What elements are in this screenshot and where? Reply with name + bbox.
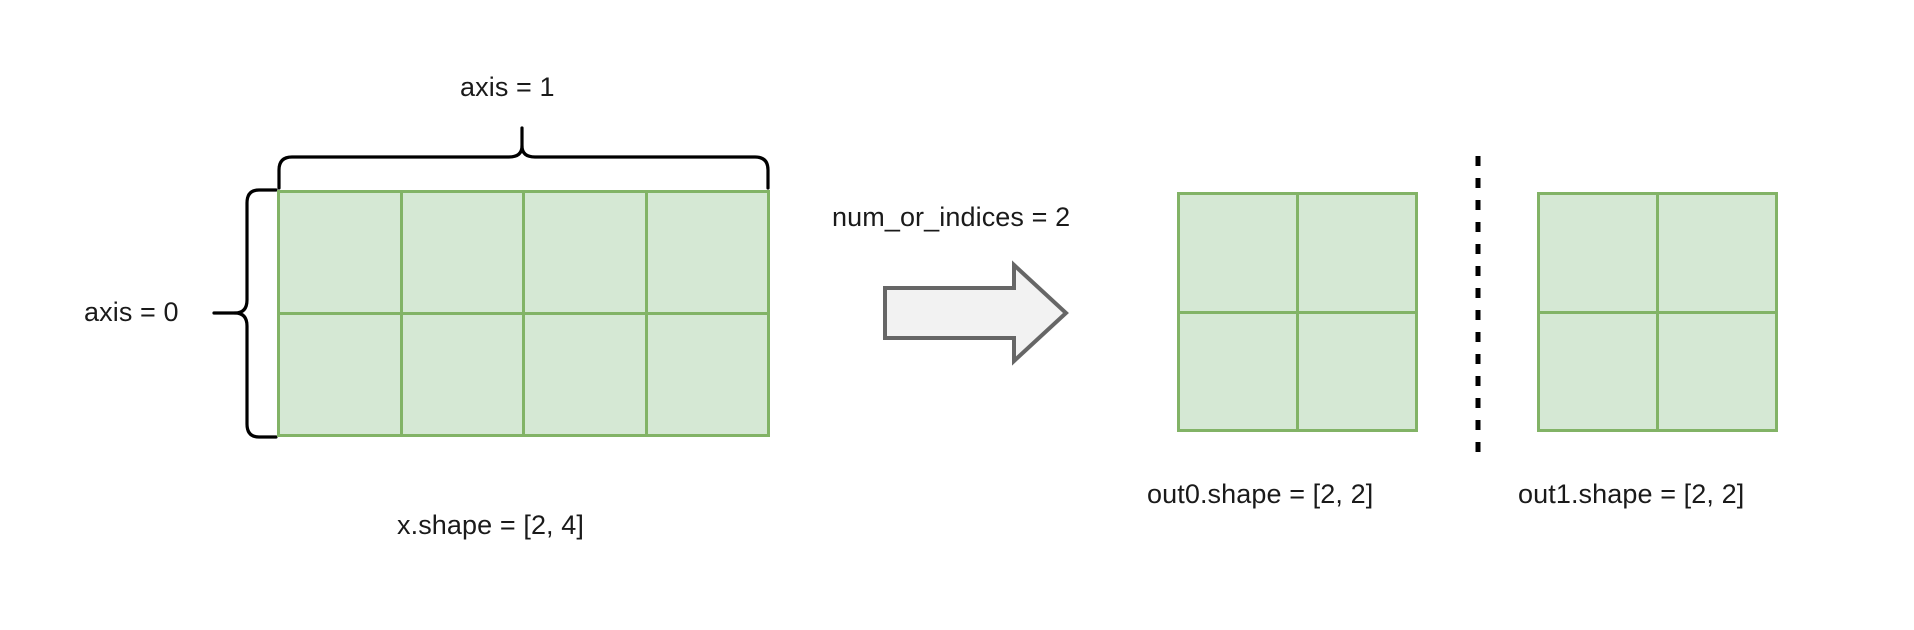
num-or-indices-label: num_or_indices = 2 bbox=[832, 202, 1071, 232]
tensor-cell bbox=[647, 193, 767, 312]
tensor-cell bbox=[1180, 195, 1296, 311]
tensor-cell bbox=[280, 193, 400, 312]
out0-shape-label: out0.shape = [2, 2] bbox=[1147, 479, 1374, 509]
axis0-label: axis = 0 bbox=[84, 297, 179, 327]
tensor-cell bbox=[1180, 313, 1296, 429]
input-tensor-grid bbox=[277, 190, 770, 437]
tensor-cell bbox=[525, 193, 645, 312]
input-shape-label: x.shape = [2, 4] bbox=[397, 510, 584, 540]
axis1-label: axis = 1 bbox=[460, 72, 555, 102]
tensor-cell bbox=[1540, 195, 1656, 311]
tensor-cell bbox=[1299, 195, 1415, 311]
out0-tensor-grid bbox=[1177, 192, 1418, 432]
tensor-cell bbox=[402, 315, 522, 434]
tensor-cell bbox=[402, 193, 522, 312]
out1-shape-label: out1.shape = [2, 2] bbox=[1518, 479, 1745, 509]
tensor-cell bbox=[647, 315, 767, 434]
axis1-brace bbox=[277, 144, 770, 190]
axis0-brace bbox=[233, 188, 278, 439]
transform-arrow bbox=[883, 260, 1069, 366]
tensor-cell bbox=[1299, 313, 1415, 429]
tensor-cell bbox=[280, 315, 400, 434]
out1-tensor-grid bbox=[1537, 192, 1778, 432]
tensor-cell bbox=[1659, 195, 1775, 311]
tensor-cell bbox=[525, 315, 645, 434]
tensor-cell bbox=[1540, 313, 1656, 429]
tensor-cell bbox=[1659, 313, 1775, 429]
